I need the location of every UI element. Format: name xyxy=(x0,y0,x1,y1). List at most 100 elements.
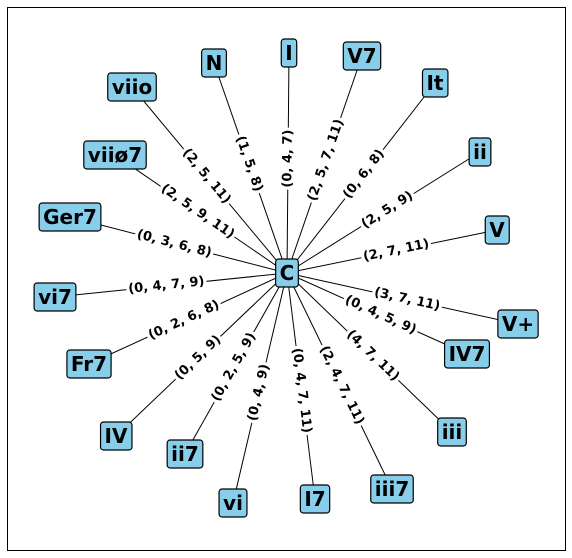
node-viio7-box xyxy=(83,140,147,170)
node-i7: I7 xyxy=(299,484,331,514)
node-vi7: vi7 xyxy=(33,282,77,312)
node-vi-label: vi xyxy=(223,491,243,515)
node-v7: V7 xyxy=(342,41,382,71)
edge-label-bg xyxy=(287,345,316,436)
edge-label-bg xyxy=(143,295,225,345)
edge-label-it: (0, 6, 8) xyxy=(340,147,387,202)
node-i-label: I xyxy=(285,41,292,65)
edge-label-i7: (0, 4, 7, 11) xyxy=(289,347,314,434)
node-iv7-box xyxy=(443,339,491,369)
node-iv-box xyxy=(99,421,133,451)
node-viio-box xyxy=(107,72,157,102)
edge-label-i: (0, 4, 7) xyxy=(280,130,296,188)
node-viio7-label: viiø7 xyxy=(88,143,142,167)
node-ii: ii xyxy=(468,137,492,167)
node-it-label: It xyxy=(426,71,443,95)
node-n-label: N xyxy=(206,51,223,75)
node-iv7: IV7 xyxy=(443,339,491,369)
edge-label-group-ger7: (0, 3, 6, 8) xyxy=(133,225,216,263)
edge-label-bg xyxy=(169,330,227,386)
edge-label-group-i7: (0, 4, 7, 11) xyxy=(287,345,316,436)
node-v: V xyxy=(484,215,510,245)
node-ger7: Ger7 xyxy=(38,202,102,232)
node-iii7: iii7 xyxy=(370,474,414,504)
edge-label-v7: (2, 5, 7, 11) xyxy=(305,117,347,203)
node-viio7: viiø7 xyxy=(83,140,147,170)
node-iii: iii xyxy=(437,417,467,447)
edge-label-bg xyxy=(155,179,240,244)
edge-label-ii: (2, 5, 9) xyxy=(359,188,416,232)
edge-label-bg xyxy=(177,143,236,210)
node-ii-label: ii xyxy=(473,140,487,164)
edge-label-iii: (4, 7, 11) xyxy=(343,327,402,384)
edge-label-group-vi7: (0, 4, 7, 9) xyxy=(125,272,208,299)
node-v7-label: V7 xyxy=(347,44,376,68)
node-ii7-label: ii7 xyxy=(171,442,199,466)
node-viio: viio xyxy=(107,72,157,102)
edge-label-bg xyxy=(133,225,216,263)
edge-label-v: (2, 7, 11) xyxy=(362,237,431,265)
node-ger7-label: Ger7 xyxy=(43,205,97,229)
node-ii7-box xyxy=(166,439,204,469)
edge-label-bg xyxy=(125,272,208,299)
node-ii7: ii7 xyxy=(166,439,204,469)
node-it-box xyxy=(421,68,449,98)
edge-label-n: (1, 5, 8) xyxy=(232,134,265,194)
node-i7-box xyxy=(299,484,331,514)
node-iv: IV xyxy=(99,421,133,451)
node-center-box xyxy=(275,258,299,288)
edge-label-iv: (0, 5, 9) xyxy=(172,332,224,383)
edge-label-bg xyxy=(338,144,390,204)
edge-label-ger7: (0, 3, 6, 8) xyxy=(135,227,213,261)
node-vplus-box xyxy=(497,309,539,339)
node-vi7-label: vi7 xyxy=(38,285,72,309)
node-center-label: C xyxy=(280,261,295,285)
node-center: C xyxy=(275,258,299,288)
node-iv7-label: IV7 xyxy=(449,342,486,366)
node-iii7-label: iii7 xyxy=(375,477,409,501)
edge-label-group-vi: (0, 4, 9) xyxy=(243,360,275,425)
edge-label-group-ii: (2, 5, 9) xyxy=(356,186,419,234)
edge-label-vi: (0, 4, 9) xyxy=(245,363,273,423)
edge-label-bg xyxy=(314,341,369,430)
node-fr7-label: Fr7 xyxy=(71,352,107,376)
node-viio-label: viio xyxy=(112,75,153,99)
node-iii-label: iii xyxy=(442,420,463,444)
node-it: It xyxy=(421,68,449,98)
node-ger7-box xyxy=(38,202,102,232)
node-iv-label: IV xyxy=(105,424,128,448)
node-vi: vi xyxy=(218,488,248,518)
node-ii-box xyxy=(468,137,492,167)
edge-label-bg xyxy=(341,324,405,387)
edge-label-bg xyxy=(279,127,297,190)
edge-label-bg xyxy=(359,235,433,267)
edge-label-group-it: (0, 6, 8) xyxy=(338,144,390,204)
edge-label-bg xyxy=(243,360,275,425)
node-v-box xyxy=(484,215,510,245)
node-n: N xyxy=(201,48,227,78)
node-vplus-label: V+ xyxy=(502,312,534,336)
node-vi-box xyxy=(218,488,248,518)
edge-label-bg xyxy=(356,186,419,234)
node-fr7-box xyxy=(66,349,112,379)
edge-label-bg xyxy=(303,115,349,206)
node-i: I xyxy=(280,38,298,68)
node-i7-label: I7 xyxy=(304,487,325,511)
node-i-box xyxy=(280,38,298,68)
edge-label-group-v: (2, 7, 11) xyxy=(359,235,433,267)
edge-label-bg xyxy=(340,290,421,340)
node-iii7-box xyxy=(370,474,414,504)
edge-label-group-i: (0, 4, 7) xyxy=(279,127,297,190)
edge-label-bg xyxy=(206,327,262,407)
node-vplus: V+ xyxy=(497,309,539,339)
node-v-label: V xyxy=(489,218,505,242)
node-n-box xyxy=(201,48,227,78)
edge-label-group-n: (1, 5, 8) xyxy=(230,131,268,196)
node-v7-box xyxy=(342,41,382,71)
edge-label-iii7: (2, 4, 7, 11) xyxy=(316,344,367,427)
edge-label-bg xyxy=(230,131,268,196)
edge-label-group-iii: (4, 7, 11) xyxy=(341,324,405,387)
edge-label-bg xyxy=(370,283,444,316)
